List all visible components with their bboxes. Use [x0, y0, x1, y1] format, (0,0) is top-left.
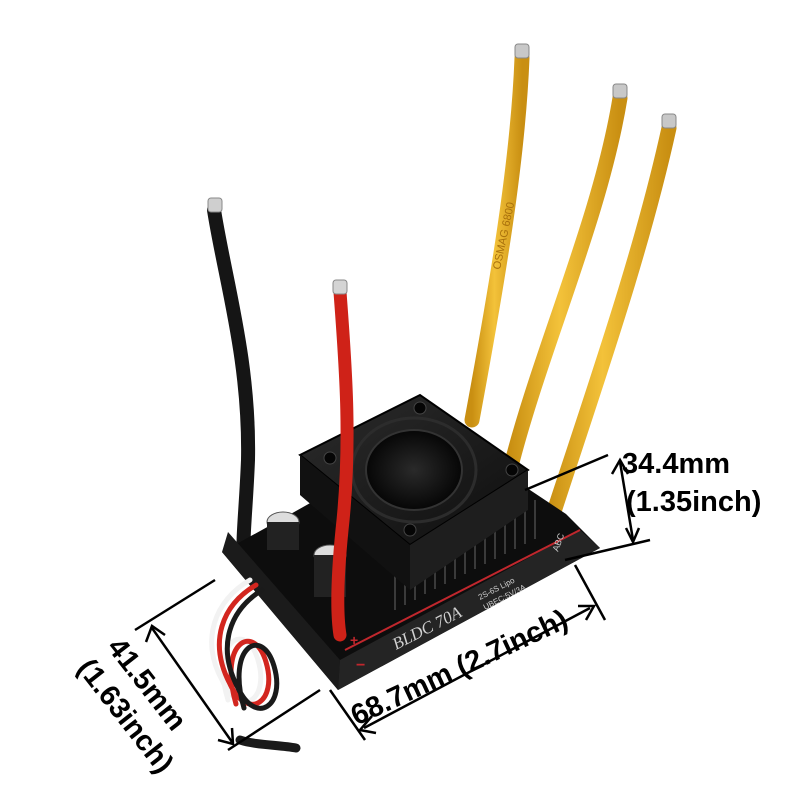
servo-lead: [209, 577, 301, 753]
height-dimension-inch: (1.35inch): [626, 486, 762, 518]
wire-tip: [661, 113, 677, 129]
wire-tip: [612, 83, 628, 99]
wire-print: OSMAG 6800: [491, 201, 517, 270]
wire-tip: [514, 43, 530, 59]
fan-hub: [365, 429, 463, 511]
wire-tip: [332, 279, 348, 295]
plus-sign: +: [350, 632, 358, 648]
negative-wire: [207, 197, 256, 567]
screw-hole: [413, 401, 427, 415]
motor-wire-3: [540, 120, 677, 538]
screw-hole: [505, 463, 519, 477]
motor-wire-2: [502, 90, 628, 478]
esc-body: BLDC 70A 2S-6S Lipo UBEC:5V/3A + − ABC: [222, 393, 600, 690]
screw-hole: [323, 451, 337, 465]
dimension-lines: [134, 453, 651, 752]
height-dimension-mm: 34.4mm: [622, 448, 731, 480]
minus-sign: −: [356, 657, 365, 674]
wire-tip: [207, 197, 223, 213]
motor-wire-1: [464, 50, 530, 428]
screw-hole: [403, 523, 417, 537]
positive-wire: [331, 279, 354, 642]
